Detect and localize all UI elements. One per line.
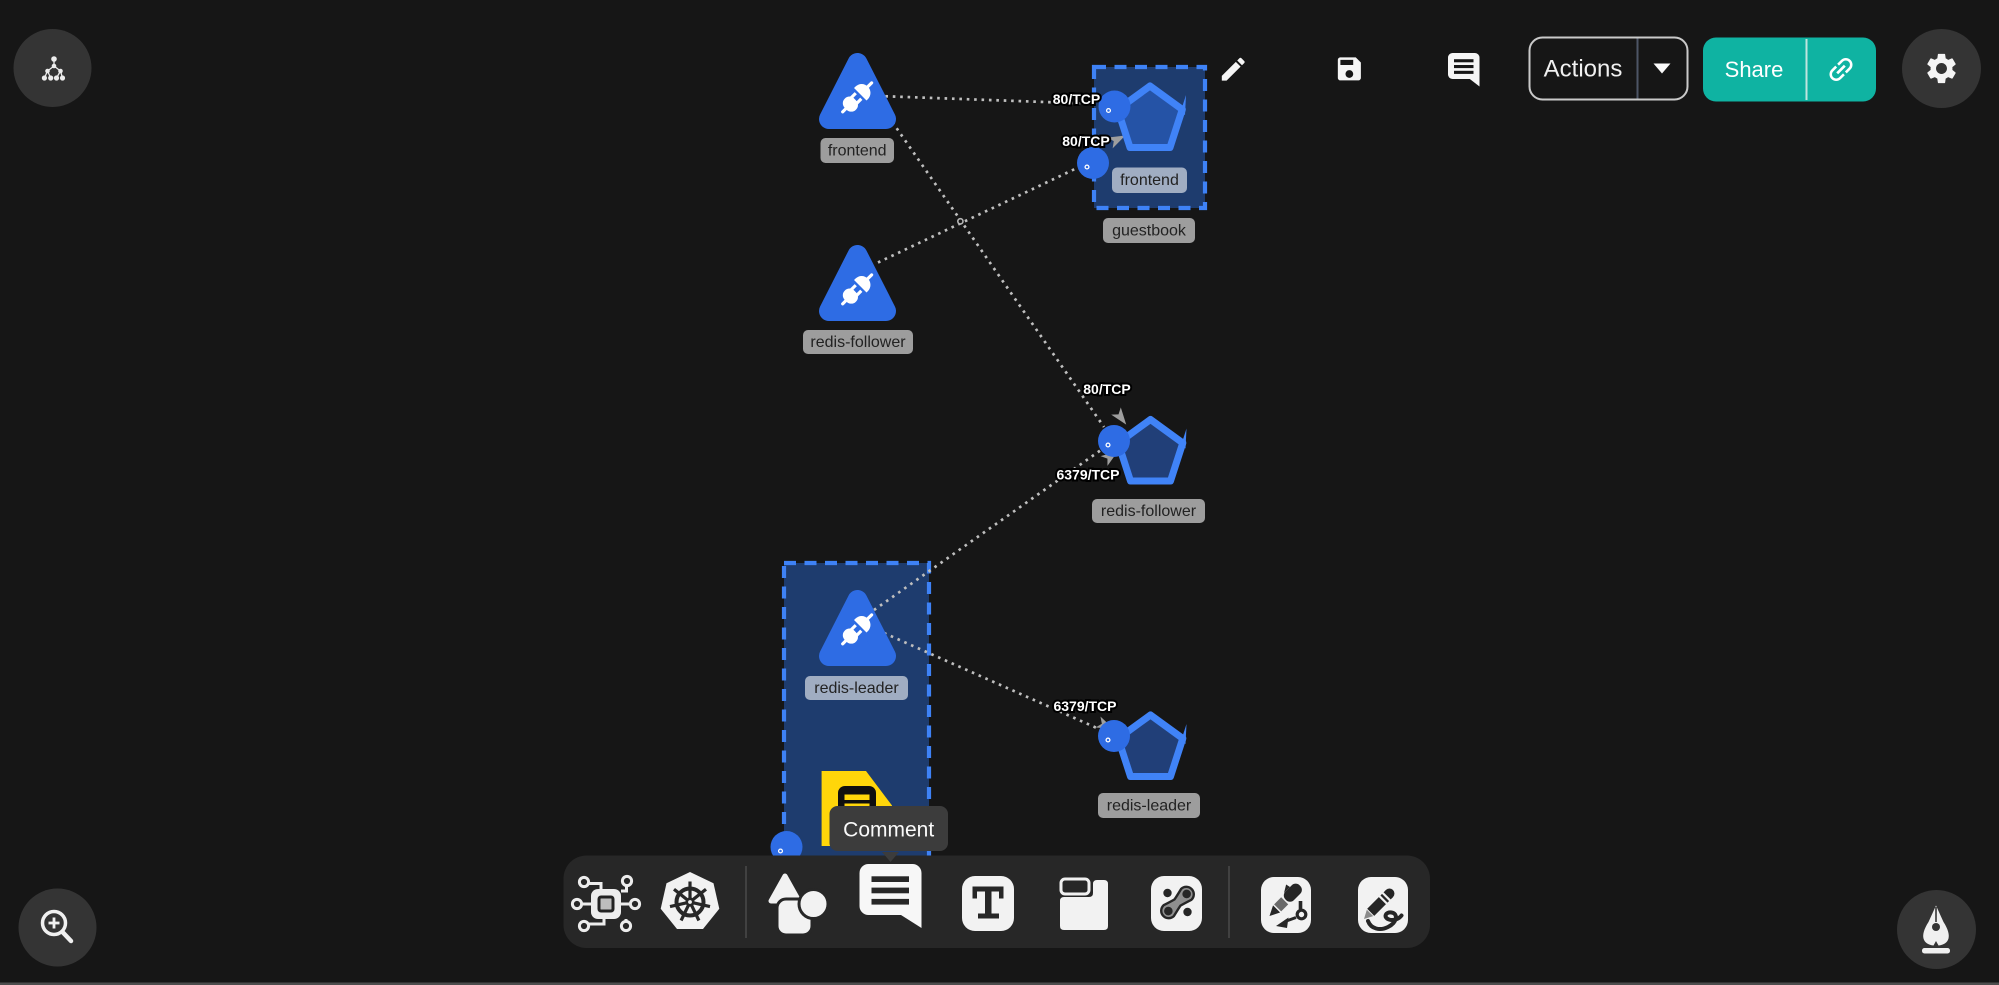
svg-text:guestbook: guestbook <box>1112 223 1187 240</box>
svg-text:Comment: Comment <box>843 819 934 842</box>
svg-text:redis-follower: redis-follower <box>810 334 906 351</box>
svg-text:80/TCP: 80/TCP <box>1062 133 1109 149</box>
svg-text:80/TCP: 80/TCP <box>1083 381 1130 397</box>
svg-text:6379/TCP: 6379/TCP <box>1056 467 1119 483</box>
svg-text:80/TCP: 80/TCP <box>1053 91 1100 107</box>
svg-text:redis-leader: redis-leader <box>814 680 899 697</box>
svg-text:6379/TCP: 6379/TCP <box>1053 698 1116 714</box>
svg-text:redis-leader: redis-leader <box>1107 798 1192 815</box>
svg-text:Actions: Actions <box>1544 56 1623 83</box>
svg-text:frontend: frontend <box>828 143 887 160</box>
svg-text:Share: Share <box>1725 57 1784 82</box>
svg-text:frontend: frontend <box>1120 172 1179 189</box>
svg-text:redis-follower: redis-follower <box>1101 503 1197 520</box>
